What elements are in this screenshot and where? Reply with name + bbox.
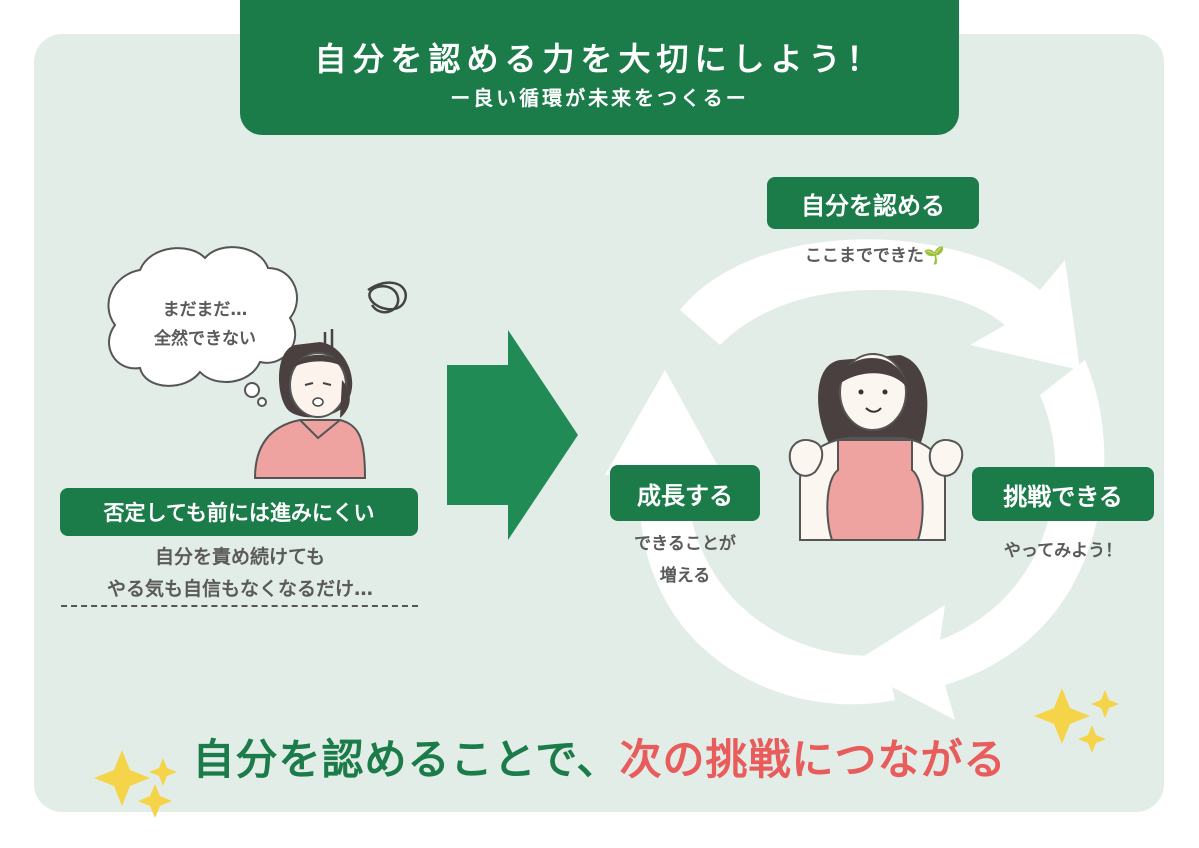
cycle-sub-accept-self: ここまでできた🌱 (804, 246, 946, 266)
negative-description: 自分を責め続けても やる気も自信もなくなるだけ… (40, 541, 440, 605)
thought-text: まだまだ… 全然できない (130, 296, 280, 354)
cycle-sub-grow-line-1: できることが (634, 534, 736, 554)
cycle-label-challenge: 挑戦できる (972, 467, 1154, 521)
sad-person-icon (253, 342, 367, 479)
negative-desc-line-2: やる気も自信もなくなるだけ… (106, 578, 373, 600)
cycle-sub-grow: できることが 増える (595, 528, 775, 592)
big-right-arrow-icon (447, 330, 578, 540)
cycle-sub-challenge: やってみよう！ (1003, 541, 1123, 561)
thought-line-2: 全然できない (154, 329, 256, 349)
cycle-label-accept-self: 自分を認める (767, 177, 979, 229)
page-subtitle: ー良い循環が未来をつくるー (450, 86, 749, 110)
cycle-sub-grow-line-2: 増える (659, 566, 711, 586)
stress-scribble-icon (323, 281, 408, 350)
header-banner: 自分を認める力を大切にしよう！ ー良い循環が未来をつくるー (240, 0, 959, 135)
thought-line-1: まだまだ… (162, 300, 248, 320)
cycle-label-grow: 成長する (610, 465, 760, 521)
negative-desc-line-1: 自分を責め続けても (154, 546, 326, 568)
page-title: 自分を認める力を大切にしよう！ (314, 40, 885, 78)
background-panel (34, 34, 1164, 812)
cycle-arrows-icon (605, 239, 1105, 720)
bottom-message-green: 自分を認めることで、 (192, 735, 620, 784)
bottom-message-red: 次の挑戦につながる (619, 735, 1007, 784)
thought-bubble-icon (107, 246, 298, 407)
confident-person-icon (788, 353, 964, 541)
negative-label: 否定しても前には進みにくい (60, 488, 418, 536)
dashed-divider (61, 605, 418, 607)
sparkle-icon (94, 688, 1119, 818)
bottom-message: 自分を認めることで、次の挑戦につながる (0, 726, 1199, 787)
